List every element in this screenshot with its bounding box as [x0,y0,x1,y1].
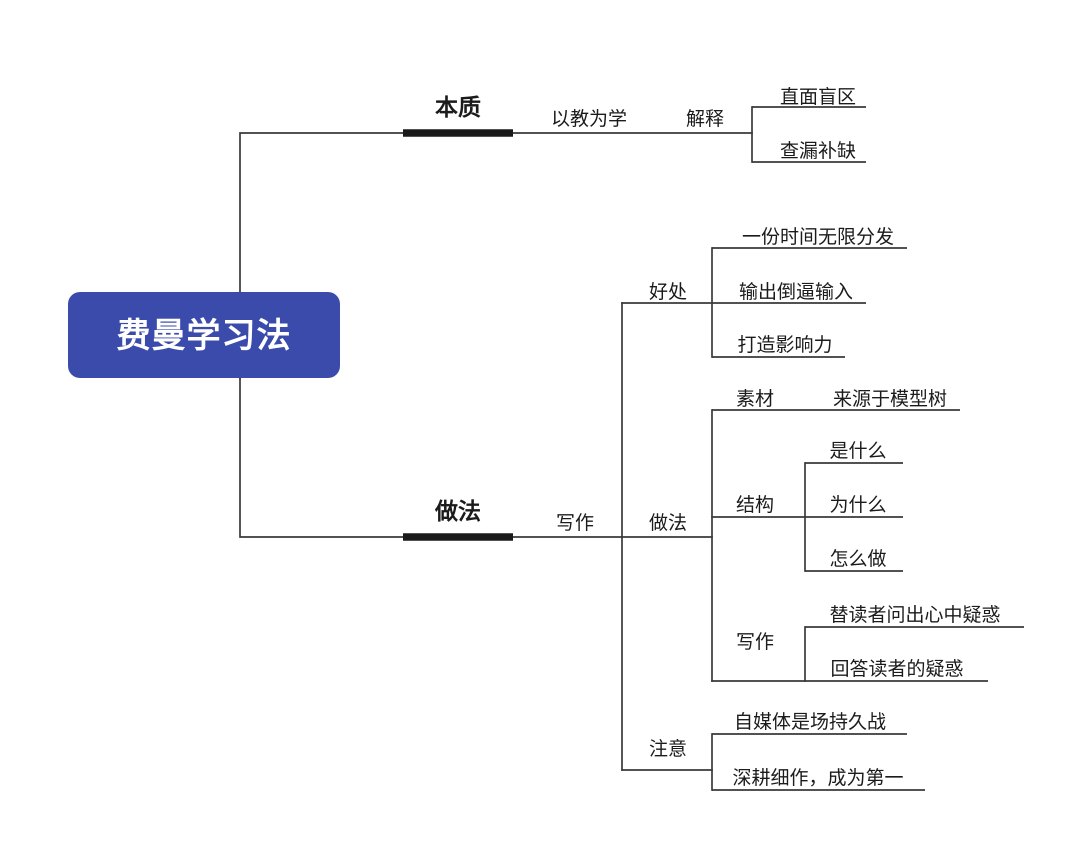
node-labels-group: 本质以教为学解释直面盲区查漏补缺做法写作好处一份时间无限分发输出倒逼输入打造影响… [434,86,1001,789]
node-label-n_dazaoyingxiangli[interactable]: 打造影响力 [737,334,832,356]
node-label-n_tidushe[interactable]: 替读者问出心中疑惑 [829,604,1000,626]
node-label-n_zuofa_l3[interactable]: 做法 [649,512,687,534]
connector-lines-group [239,106,806,791]
connector-root-to-zuofa [239,377,404,538]
node-label-n_laiyuanyumoxingshu[interactable]: 来源于模型树 [833,388,947,410]
root-node-label: 费曼学习法 [117,316,292,355]
node-label-n_xiezuo_l4[interactable]: 写作 [736,631,774,653]
node-label-n_xiezuo_l2[interactable]: 写作 [556,512,594,534]
node-label-n_zhuyi[interactable]: 注意 [649,738,687,760]
node-label-n_haochu[interactable]: 好处 [649,281,687,303]
node-label-n_shishenme[interactable]: 是什么 [829,440,886,462]
node-label-n_zimeiti[interactable]: 自媒体是场持久战 [734,711,886,733]
node-label-n_jieshi[interactable]: 解释 [686,108,724,130]
node-label-b_benzhi[interactable]: 本质 [435,94,481,120]
node-label-n_weishenme[interactable]: 为什么 [829,494,886,516]
node-label-b_zuofa[interactable]: 做法 [434,498,481,524]
node-label-n_zhimianmangqu[interactable]: 直面盲区 [780,86,856,108]
node-label-n_chaloubuque[interactable]: 查漏补缺 [780,140,856,162]
node-underlines-group [403,106,1024,791]
node-label-n_yifenshijian[interactable]: 一份时间无限分发 [742,226,894,248]
node-label-n_yijiaoweixue[interactable]: 以教为学 [551,108,627,130]
root-node-group[interactable]: 费曼学习法 [68,292,340,378]
node-label-n_shengengxizuo[interactable]: 深耕细作，成为第一 [732,767,903,789]
node-label-n_sucai[interactable]: 素材 [736,388,774,410]
node-label-n_zenmezuo[interactable]: 怎么做 [829,548,886,570]
node-label-n_shuchudaobi[interactable]: 输出倒逼输入 [739,281,853,303]
node-label-n_jiegou[interactable]: 结构 [736,494,774,516]
node-label-n_huidadushe[interactable]: 回答读者的疑惑 [830,658,963,680]
root-node-box[interactable] [68,292,340,378]
